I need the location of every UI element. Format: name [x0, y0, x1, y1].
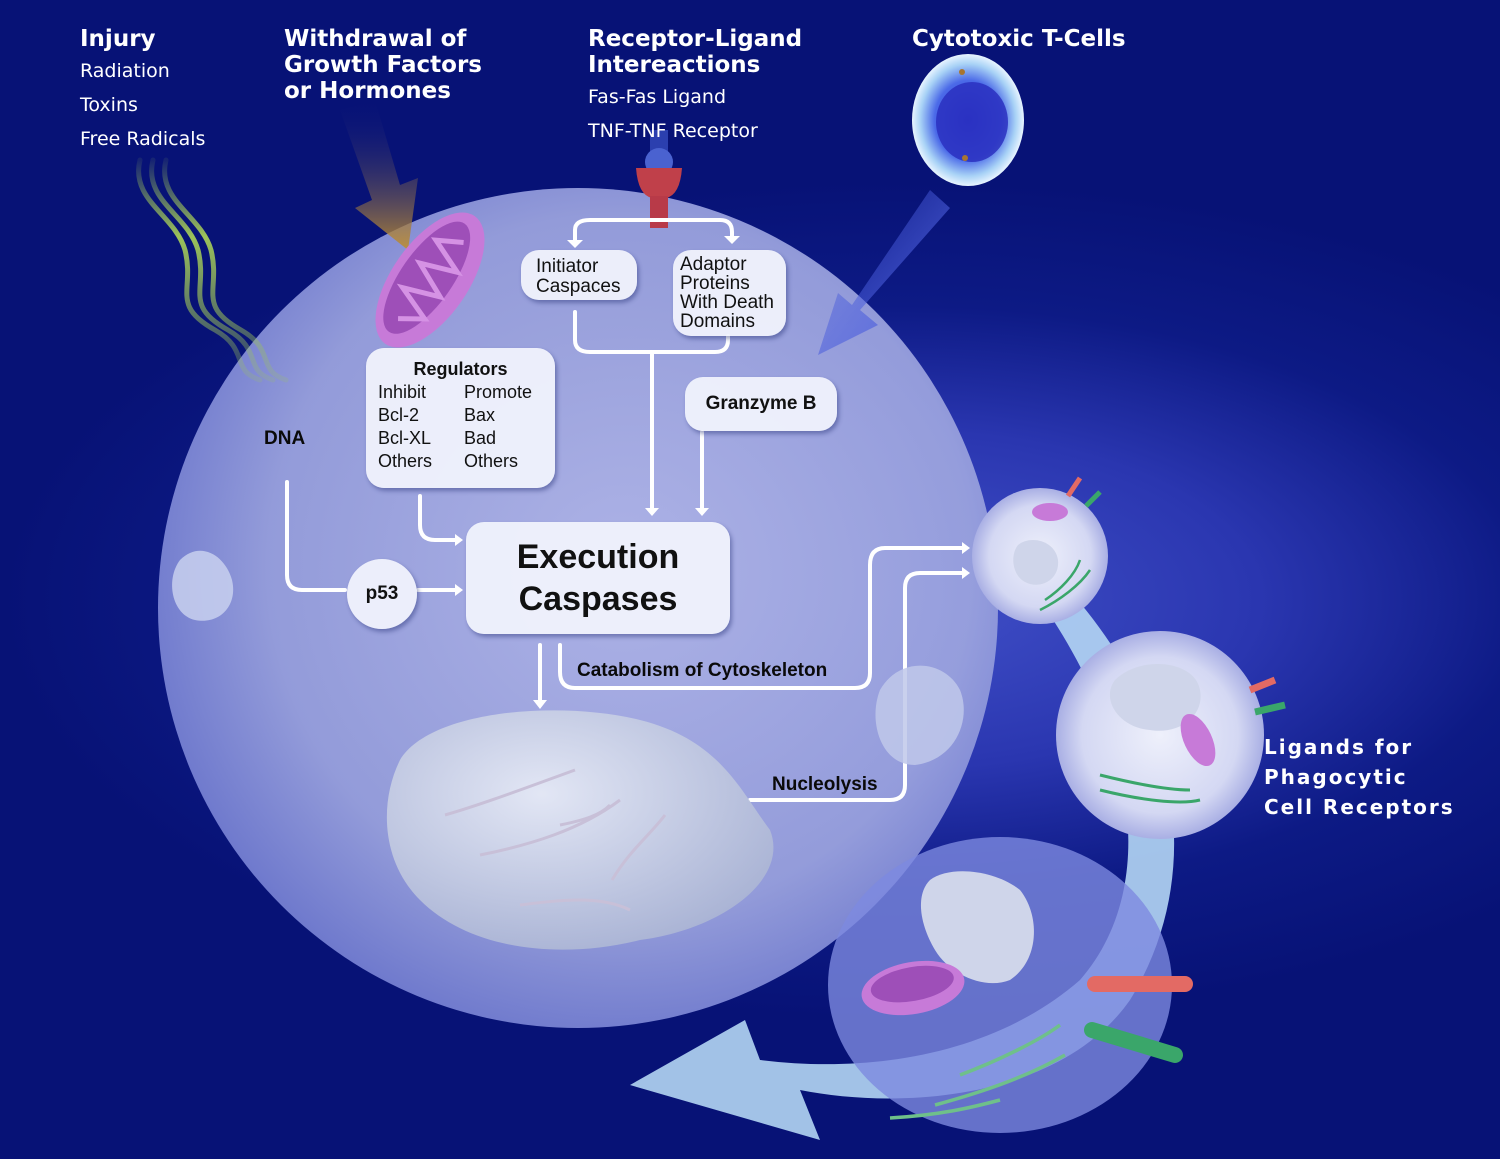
injury-title: Injury	[80, 26, 156, 52]
withdrawal-line: Withdrawal of	[284, 26, 467, 52]
injury-block: Injury Radiation Toxins Free Radicals	[80, 26, 205, 156]
execution-caspases-box: Execution Caspases	[466, 522, 730, 634]
regulators-box: Regulators Inhibit Bcl-2 Bcl-XL Others P…	[366, 348, 555, 488]
adaptor-line: Domains	[680, 311, 755, 332]
inhibit-column: Inhibit Bcl-2 Bcl-XL Others	[378, 381, 464, 473]
phagocytosis-arrow	[630, 570, 1175, 1140]
withdrawal-line: Growth Factors	[284, 52, 482, 78]
t-cells-title: Cytotoxic T-Cells	[912, 26, 1126, 52]
regulators-title: Regulators	[413, 359, 508, 379]
initiator-line: Caspaces	[536, 276, 621, 297]
inhibit-item: Others	[378, 451, 433, 471]
apoptotic-cell-1	[972, 476, 1108, 624]
radiation-waves-icon	[136, 157, 289, 383]
initiator-caspases-box: Initiator Caspaces	[521, 250, 637, 300]
nucleus	[386, 710, 774, 950]
withdrawal-title: Withdrawal of Growth Factors or Hormones	[284, 26, 482, 104]
ligands-line: Ligands for	[1264, 735, 1414, 759]
apoptotic-cell-2	[1056, 631, 1286, 839]
receptor-ligand-title: Receptor-Ligand	[588, 26, 803, 52]
death-receptor-icon	[636, 130, 682, 228]
inhibit-item: Inhibit	[378, 382, 427, 402]
apoptotic-body-left	[172, 550, 234, 621]
connector-arrowheads	[455, 236, 970, 709]
adaptor-line: Adaptor	[680, 254, 747, 275]
promote-column: Promote Bax Bad Others	[464, 381, 532, 473]
nucleolysis-label: Nucleolysis	[772, 774, 878, 795]
withdrawal-line: or Hormones	[284, 78, 451, 104]
promote-item: Bax	[464, 405, 496, 425]
apoptotic-cell-3	[828, 837, 1193, 1133]
adaptor-line: With Death	[680, 292, 774, 313]
injury-item: Radiation	[80, 60, 170, 82]
catabolism-label: Catabolism of Cytoskeleton	[577, 660, 828, 681]
receptor-ligand-item: Fas-Fas Ligand	[588, 86, 727, 108]
execution-line: Execution	[516, 538, 680, 576]
receptor-ligand-block: Receptor-Ligand Intereactions Fas-Fas Li…	[588, 26, 802, 148]
adaptor-proteins-box: Adaptor Proteins With Death Domains	[673, 250, 786, 336]
ligands-label: Ligands for Phagocytic Cell Receptors	[1264, 732, 1455, 822]
cytotoxic-t-cell-icon	[912, 54, 1024, 186]
receptor-ligand-item: TNF-TNF Receptor	[588, 120, 758, 142]
promote-item: Others	[464, 451, 519, 471]
inhibit-item: Bcl-XL	[378, 428, 432, 448]
injury-item: Toxins	[80, 94, 138, 116]
initiator-line: Initiator	[536, 256, 599, 277]
adaptor-line: Proteins	[680, 273, 750, 294]
granzyme-b-box: Granzyme B	[685, 377, 837, 431]
mitochondrion-icon	[375, 212, 485, 348]
execution-line: Caspases	[518, 580, 678, 618]
promote-item: Bad	[464, 428, 497, 448]
ligands-line: Cell Receptors	[1264, 795, 1455, 819]
withdrawal-arrow	[340, 100, 418, 250]
p53-node: p53	[347, 559, 417, 629]
inhibit-item: Bcl-2	[378, 405, 420, 425]
receptor-ligand-title: Intereactions	[588, 52, 761, 78]
dna-label: DNA	[264, 428, 306, 449]
t-cell-arrow	[818, 190, 950, 355]
ligands-line: Phagocytic	[1264, 765, 1408, 789]
promote-item: Promote	[464, 382, 533, 402]
injury-item: Free Radicals	[80, 128, 206, 150]
apoptotic-body-right	[875, 665, 964, 765]
